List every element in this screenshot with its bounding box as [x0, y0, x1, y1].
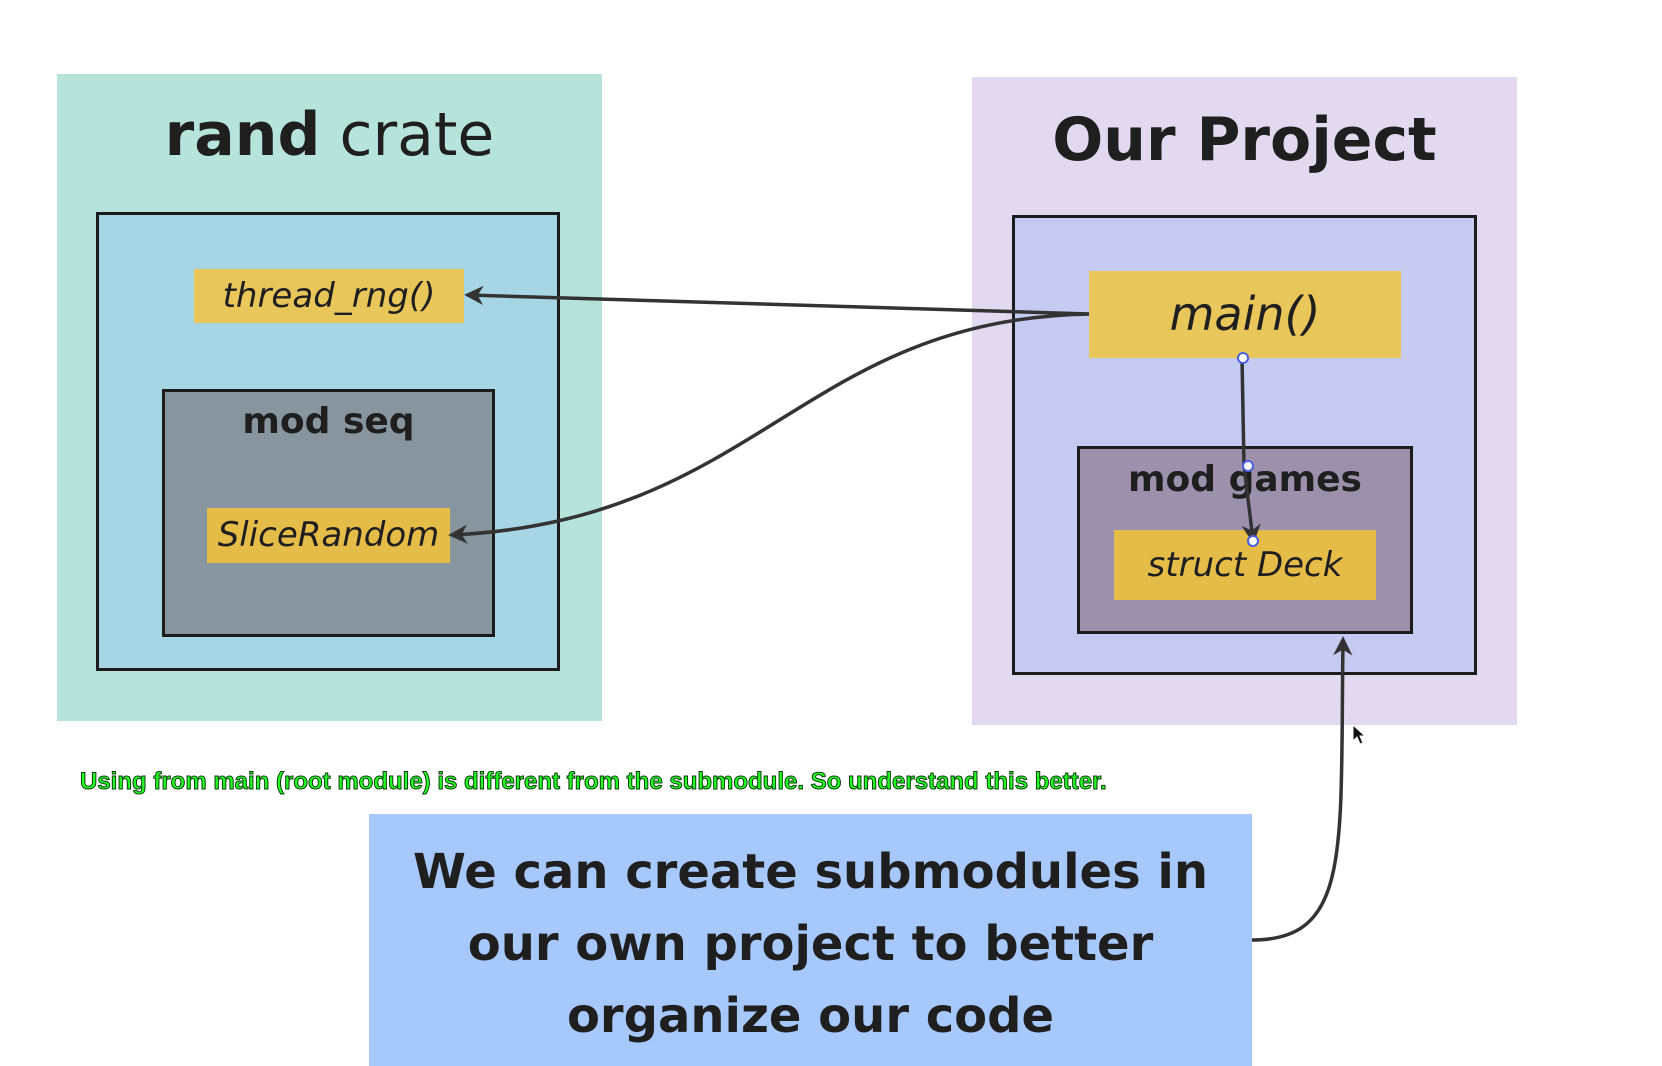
thread-rng-node[interactable]: thread_rng()	[194, 269, 464, 323]
rand-title-rest: crate	[320, 100, 495, 170]
struct-deck-node[interactable]: struct Deck	[1114, 530, 1376, 600]
mod-games-label: mod games	[1128, 459, 1362, 500]
note-text: We can create submodules in our own proj…	[412, 844, 1209, 1044]
mouse-cursor-icon	[1352, 723, 1367, 745]
main-function-node[interactable]: main()	[1089, 271, 1401, 358]
note-box[interactable]	[369, 814, 1252, 1066]
slice-random-node[interactable]: SliceRandom	[207, 508, 450, 563]
our-project-title: Our Project	[1052, 105, 1437, 175]
mod-seq-label: mod seq	[242, 401, 415, 442]
caption-text: Using from main (root module) is differe…	[80, 768, 1108, 796]
rand-title-bold: rand	[164, 100, 321, 170]
rand-crate-title: rand crate	[57, 95, 602, 175]
